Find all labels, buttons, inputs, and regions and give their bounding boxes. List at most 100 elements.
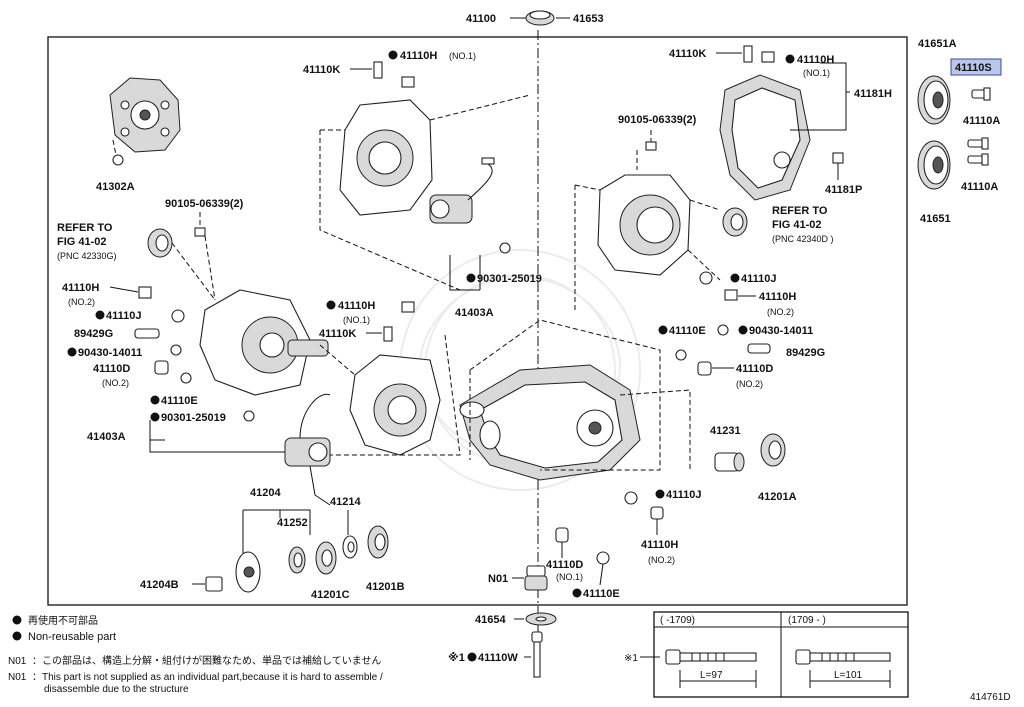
part-label-41110J-low[interactable]: 41110J [666, 489, 702, 501]
cover-41651A [917, 75, 951, 125]
part-label-41651A[interactable]: 41651A [918, 38, 957, 50]
part-label-41181H[interactable]: 41181H [854, 88, 892, 100]
part-label-41110H-left[interactable]: 41110H [62, 282, 99, 294]
part-label-41110H-right[interactable]: 41110H [797, 54, 834, 66]
sensor-89429G-right [747, 343, 771, 354]
part-label-41110W[interactable]: 41110W [478, 652, 518, 664]
part-label-41110J-left[interactable]: 41110J [106, 310, 142, 322]
nonreusable-dot-90430-left [67, 347, 77, 357]
nonreusable-dot-41110H-center [326, 300, 336, 310]
bolt-41110S [971, 87, 991, 101]
nonreusable-dot-41110E-low [572, 588, 582, 598]
bolt-41110W [531, 631, 543, 678]
part-label-41110A-2[interactable]: 41110A [961, 181, 998, 193]
leader-housing-right [574, 184, 721, 310]
part-label-41302A[interactable]: 41302A [96, 181, 135, 193]
part-label-41403A-left[interactable]: 41403A [87, 431, 126, 443]
oring-90301-left [243, 410, 255, 422]
seal-right-refer [722, 207, 748, 237]
part-label-41110D-right[interactable]: 41110D [736, 363, 773, 375]
part-label-41110E-right[interactable]: 41110E [669, 325, 706, 337]
cover-41181H [719, 74, 811, 201]
nonreusable-dot-41110J-low [655, 489, 665, 499]
part-label-41110H-low-no: (NO.2) [648, 555, 675, 565]
part-label-90105-left[interactable]: 90105-06339(2) [165, 198, 244, 210]
part-label-41110A-1[interactable]: 41110A [963, 115, 1000, 127]
part-label-41204B[interactable]: 41204B [140, 579, 179, 591]
bolt-table-mark: ※1 [624, 653, 638, 664]
part-label-41110D-low[interactable]: 41110D [546, 559, 583, 571]
bearing-41201C [315, 541, 337, 575]
part-label-41100[interactable]: 41100 [466, 13, 496, 25]
part-label-41110K-right[interactable]: 41110K [669, 48, 706, 60]
plug-41110H-right [761, 51, 775, 63]
part-label-41110K-top[interactable]: 41110K [303, 64, 340, 76]
nonreusable-dot-41110J-left [95, 310, 105, 320]
part-label-41181P[interactable]: 41181P [825, 184, 862, 196]
bearing-41201A [760, 433, 786, 467]
part-label-N01[interactable]: N01 [488, 573, 508, 585]
part-label-41231[interactable]: 41231 [710, 425, 741, 437]
part-label-41110H-center[interactable]: 41110H [338, 300, 375, 312]
plug-41110D-low [555, 527, 569, 543]
part-label-89429G-left[interactable]: 89429G [74, 328, 113, 340]
part-label-41201A[interactable]: 41201A [758, 491, 797, 503]
washer-41110E-left [180, 372, 192, 384]
refer-left-line1: REFER TO [57, 222, 113, 234]
plug-41110H-top [401, 76, 415, 88]
housing-center-left [349, 354, 441, 456]
part-label-41110J-right[interactable]: 41110J [741, 273, 777, 285]
legend-n01-jp: ：この部品は、構造上分解・組付けが困難なため、単品では補給していません [32, 654, 381, 667]
highlight-41110S [950, 58, 1002, 76]
plug-41110D-left [154, 360, 169, 375]
actuator-left [284, 393, 331, 506]
part-label-41201B[interactable]: 41201B [366, 581, 405, 593]
washer-90430-left [170, 344, 182, 356]
part-label-41110E-left[interactable]: 41110E [161, 395, 198, 407]
nonreusable-dot-41110J-right [730, 273, 740, 283]
part-label-41110E-low[interactable]: 41110E [583, 588, 620, 600]
part-label-41654[interactable]: 41654 [475, 614, 506, 626]
part-label-41110D-left[interactable]: 41110D [93, 363, 130, 375]
part-label-41204[interactable]: 41204 [250, 487, 281, 499]
plug-41110H-left [138, 286, 152, 299]
gasket-41110J-right [699, 271, 713, 285]
legend-n01-code-en: N01 [8, 672, 27, 683]
washer-90430-right [717, 324, 729, 336]
part-label-41252[interactable]: 41252 [277, 517, 308, 529]
gasket-41110J-left [171, 309, 185, 323]
bolt-table-col2-header: (1709 - ) [788, 615, 826, 626]
leader-housing-center [319, 334, 461, 456]
part-label-41651[interactable]: 41651 [920, 213, 951, 225]
part-label-90301-left[interactable]: 90301-25019 [161, 412, 226, 424]
part-label-41653[interactable]: 41653 [573, 13, 604, 25]
part-label-90430-left[interactable]: 90430-14011 [78, 347, 142, 359]
part-label-41110H-top[interactable]: 41110H [400, 50, 437, 62]
breather-41110K-top [373, 61, 383, 79]
part-label-41110K-center[interactable]: 41110K [319, 328, 356, 340]
part-label-41201C[interactable]: 41201C [311, 589, 350, 601]
part-label-90105-right[interactable]: 90105-06339(2) [618, 114, 697, 126]
part-label-41110H-right2[interactable]: 41110H [759, 291, 796, 303]
part-label-41214[interactable]: 41214 [330, 496, 361, 508]
assembly-frame [47, 36, 908, 606]
part-label-41110D-low-no: (NO.1) [556, 572, 583, 582]
part-label-41110H-low[interactable]: 41110H [641, 539, 678, 551]
nonreusable-dot-41110W [467, 652, 477, 662]
gasket-41110J-low [624, 491, 638, 505]
part-label-41110H-left-no: (NO.2) [68, 297, 95, 307]
part-label-90301-mid[interactable]: 90301-25019 [477, 273, 542, 285]
part-label-90430-right[interactable]: 90430-14011 [749, 325, 813, 337]
legend-nonreusable-en: Non-reusable part [28, 631, 116, 643]
bolt-90105-right [645, 141, 657, 151]
part-label-41110S[interactable]: 41110S [955, 62, 992, 74]
refer-right-line2: FIG 41-02 [772, 219, 822, 231]
washer-41654-hole [535, 616, 547, 622]
nonreusable-dot-90301-mid [466, 273, 476, 283]
seal-41252 [288, 546, 306, 574]
part-label-89429G-right[interactable]: 89429G [786, 347, 825, 359]
leader-90105-left-2 [204, 235, 216, 301]
part-label-41403A-mid[interactable]: 41403A [455, 307, 494, 319]
collar-41231 [714, 452, 745, 472]
